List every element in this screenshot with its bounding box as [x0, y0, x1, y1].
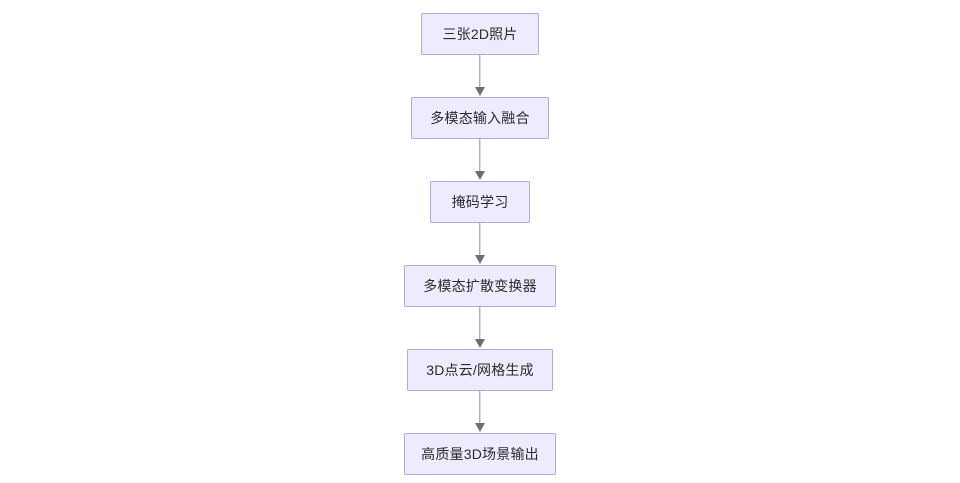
flowchart-node-label: 多模态扩散变换器	[423, 278, 537, 294]
flowchart-node-n4[interactable]: 多模态扩散变换器	[404, 265, 556, 307]
flowchart-edge-e5	[471, 391, 489, 433]
flowchart-edge-e3	[471, 223, 489, 265]
flowchart-edge-e4	[471, 307, 489, 349]
down-arrow-icon	[475, 87, 485, 96]
flowchart-node-n6[interactable]: 高质量3D场景输出	[404, 433, 556, 475]
edge-line	[479, 223, 481, 257]
edge-line	[479, 307, 481, 341]
down-arrow-icon	[475, 255, 485, 264]
flowchart-edge-e2	[471, 139, 489, 181]
flowchart-node-label: 掩码学习	[451, 194, 509, 210]
flowchart-node-label: 3D点云/网格生成	[426, 362, 534, 378]
edge-line	[479, 139, 481, 173]
flowchart-node-n5[interactable]: 3D点云/网格生成	[407, 349, 553, 391]
flowchart-edge-e1	[471, 55, 489, 97]
down-arrow-icon	[475, 339, 485, 348]
flowchart-node-label: 多模态输入融合	[430, 110, 530, 126]
down-arrow-icon	[475, 171, 485, 180]
down-arrow-icon	[475, 423, 485, 432]
flowchart-node-label: 三张2D照片	[442, 26, 518, 42]
flowchart-node-n2[interactable]: 多模态输入融合	[411, 97, 549, 139]
edge-line	[479, 55, 481, 89]
edge-line	[479, 391, 481, 425]
flowchart-node-n3[interactable]: 掩码学习	[430, 181, 530, 223]
flowchart-node-label: 高质量3D场景输出	[421, 446, 539, 462]
flowchart-node-n1[interactable]: 三张2D照片	[421, 13, 539, 55]
